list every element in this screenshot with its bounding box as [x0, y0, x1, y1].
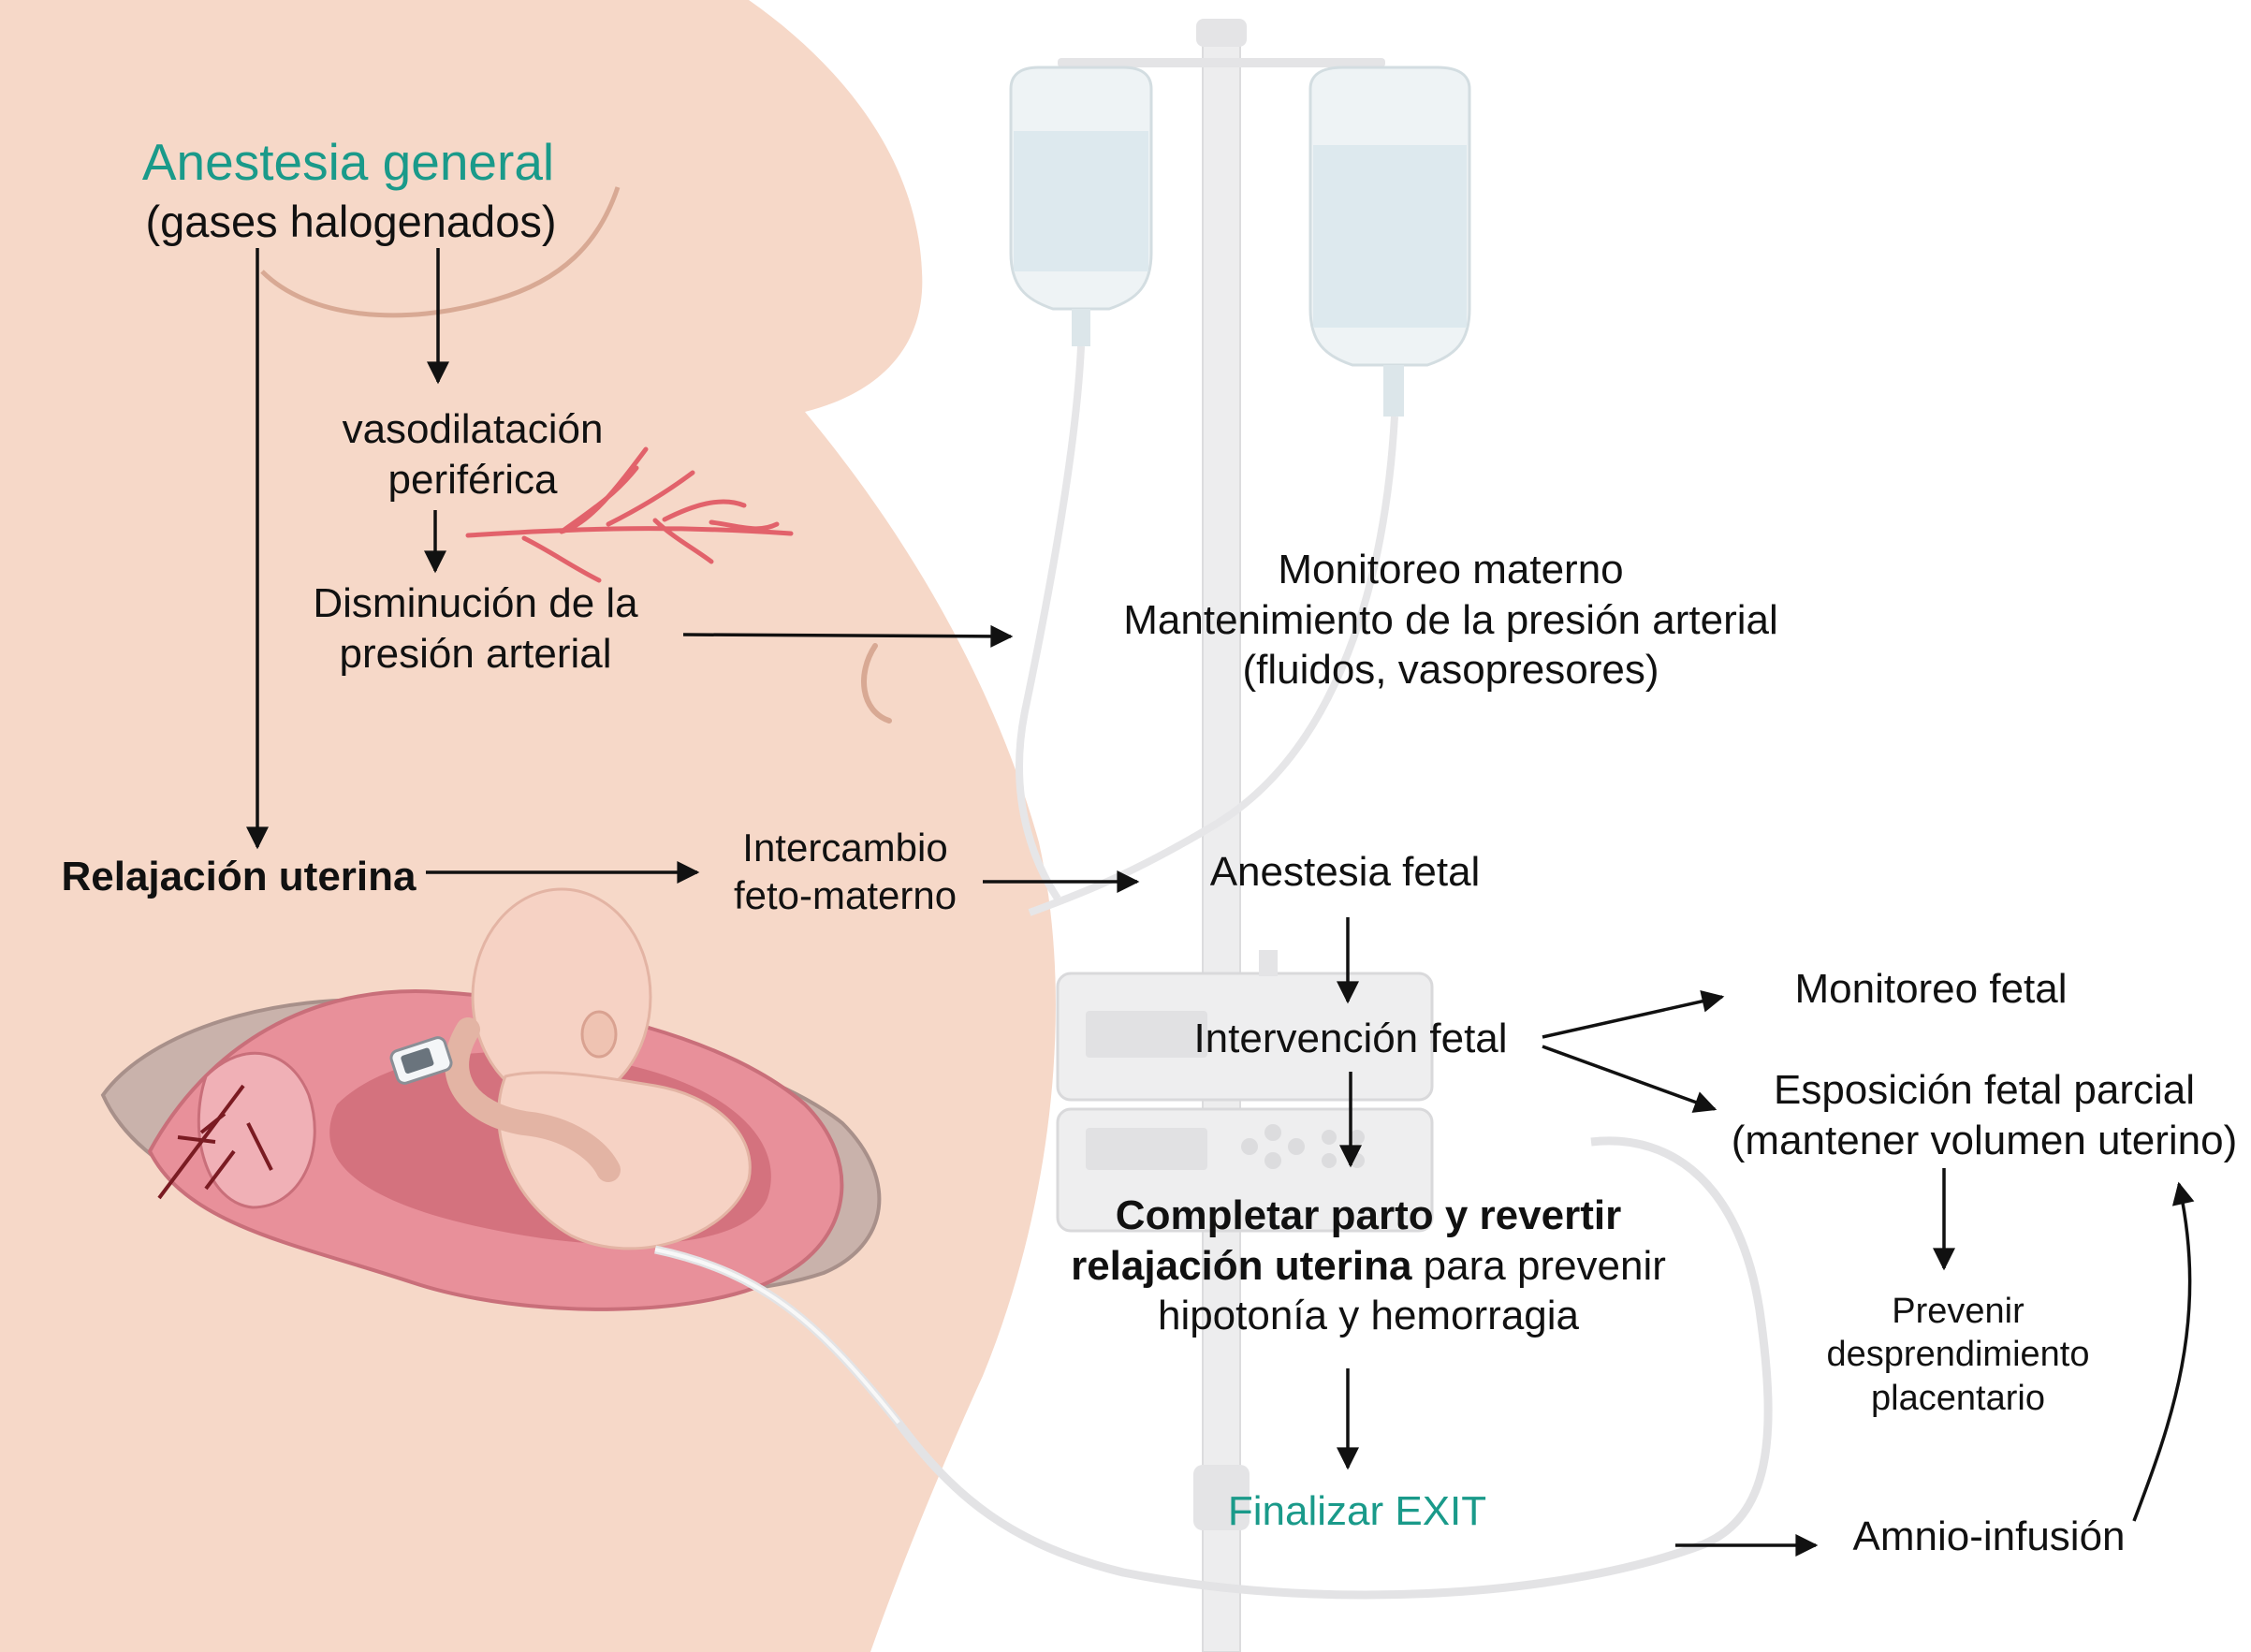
infusion-pump-bottom-screen: [1086, 1128, 1207, 1170]
label-gases-halogenados: (gases halogenados): [146, 195, 557, 248]
amnio-tubing-inner: [654, 1248, 900, 1425]
iv-bag-left-fluid: [1014, 131, 1148, 271]
label-intervencion-fetal: Intervención fetal: [1193, 1014, 1507, 1064]
text-amnio-infusion: Amnio-infusión: [1852, 1513, 2126, 1559]
text-monitoreo-materno-3: (fluidos, vasopresores): [1242, 647, 1659, 694]
iv-pole-cap: [1196, 19, 1247, 47]
iv-pole-clamp: [1193, 1465, 1250, 1530]
text-prevenir-2: desprendimiento: [1826, 1335, 2090, 1375]
text-intervencion-fetal: Intervención fetal: [1193, 1016, 1508, 1061]
arrow-intervencion-to-monitoreo-fetal: [1542, 990, 1725, 1039]
iv-bag-right-port: [1383, 365, 1404, 417]
label-esposicion-fetal: Esposición fetal parcial (mantener volum…: [1732, 1065, 2237, 1165]
iv-pole: [1202, 27, 1241, 1652]
text-completar-3: hipotonía y hemorragia: [1157, 1293, 1580, 1339]
text-completar-2-line: relajación uterina para prevenir: [1071, 1241, 1666, 1292]
label-finalizar-exit: Finalizar EXIT: [1228, 1486, 1486, 1537]
iv-tubing-right: [1028, 416, 1398, 916]
text-finalizar-exit: Finalizar EXIT: [1227, 1488, 1487, 1534]
infusion-pump-top-screen: [1086, 1011, 1207, 1058]
text-monitoreo-fetal: Monitoreo fetal: [1794, 966, 2068, 1012]
fetus-ear: [580, 1010, 618, 1059]
text-monitoreo-materno-2: Mantenimiento de la presión arterial: [1123, 596, 1778, 643]
peripheral-vessels: [465, 446, 794, 583]
label-completar-parto: Completar parto y revertir relajación ut…: [1071, 1191, 1666, 1341]
text-monitoreo-materno-1: Monitoreo materno: [1278, 547, 1624, 592]
label-relajacion-uterina: Relajación uterina: [61, 852, 416, 902]
text-intercambio-1: Intercambio: [742, 826, 948, 870]
text-gases: (gases halogenados): [145, 197, 557, 246]
text-esposicion-2: (mantener volumen uterino): [1731, 1117, 2238, 1163]
iv-bag-right-fluid: [1313, 145, 1467, 328]
label-monitoreo-materno: Monitoreo materno Mantenimiento de la pr…: [1123, 545, 1778, 695]
pump-button: [1264, 1152, 1281, 1169]
infusion-pump-top-knob: [1259, 950, 1278, 976]
placenta-vessels: [157, 1084, 273, 1200]
text-prevenir-1: Prevenir: [1892, 1292, 2024, 1331]
breast-fold: [260, 186, 621, 318]
iv-pole-hook-bar: [1058, 58, 1385, 67]
text-disminucion-1: Disminución de la: [313, 580, 638, 626]
arrow-amnio-to-esposicion: [2132, 1181, 2195, 1522]
pulse-oximeter-screen: [401, 1047, 434, 1074]
label-anestesia-fetal: Anestesia fetal: [1210, 847, 1481, 898]
label-anestesia-general: Anestesia general: [142, 131, 554, 194]
pump-button: [1288, 1138, 1305, 1155]
text-disminucion-2: presión arterial: [339, 630, 612, 677]
text-completar-2-bold: relajación uterina: [1071, 1242, 1412, 1289]
arrow-disminucion-to-monitoreo-materno: [682, 624, 1014, 648]
text-anestesia-general: Anestesia general: [141, 133, 555, 191]
pump-button: [1322, 1130, 1337, 1145]
text-vasodilatacion-2: periférica: [387, 456, 558, 503]
placenta: [197, 1051, 316, 1209]
navel: [861, 643, 892, 724]
label-monitoreo-fetal: Monitoreo fetal: [1794, 964, 2067, 1015]
fetus-body: [497, 1071, 752, 1250]
text-completar-1: Completar parto y revertir: [1115, 1192, 1622, 1238]
label-prevenir-desprendimiento: Prevenir desprendimiento placentario: [1827, 1290, 2090, 1420]
pump-button: [1241, 1138, 1258, 1155]
text-vasodilatacion-1: vasodilatación: [342, 406, 604, 452]
text-esposicion-1: Esposición fetal parcial: [1773, 1067, 2196, 1113]
text-prevenir-3: placentario: [1871, 1378, 2045, 1418]
iv-tubing-left: [1016, 345, 1085, 901]
label-disminucion-presion: Disminución de la presión arterial: [313, 578, 637, 679]
iv-bag-left-port: [1072, 309, 1090, 346]
label-amnio-infusion: Amnio-infusión: [1852, 1512, 2125, 1562]
fetus-arm: [445, 1017, 621, 1182]
text-relajacion-uterina: Relajación uterina: [61, 854, 417, 899]
pump-button: [1322, 1153, 1337, 1168]
label-vasodilatacion: vasodilatación periférica: [343, 404, 604, 504]
text-completar-2-rest: para prevenir: [1411, 1242, 1666, 1289]
text-intercambio-2: feto-materno: [733, 873, 957, 918]
text-anestesia-fetal: Anestesia fetal: [1209, 849, 1481, 895]
pump-button: [1350, 1130, 1365, 1145]
arrow-intervencion-to-esposicion: [1542, 1045, 1717, 1113]
infusion-pump-top: [1056, 972, 1434, 1102]
pump-button: [1264, 1124, 1281, 1141]
label-intercambio-feto-materno: Intercambio feto-materno: [734, 824, 957, 919]
